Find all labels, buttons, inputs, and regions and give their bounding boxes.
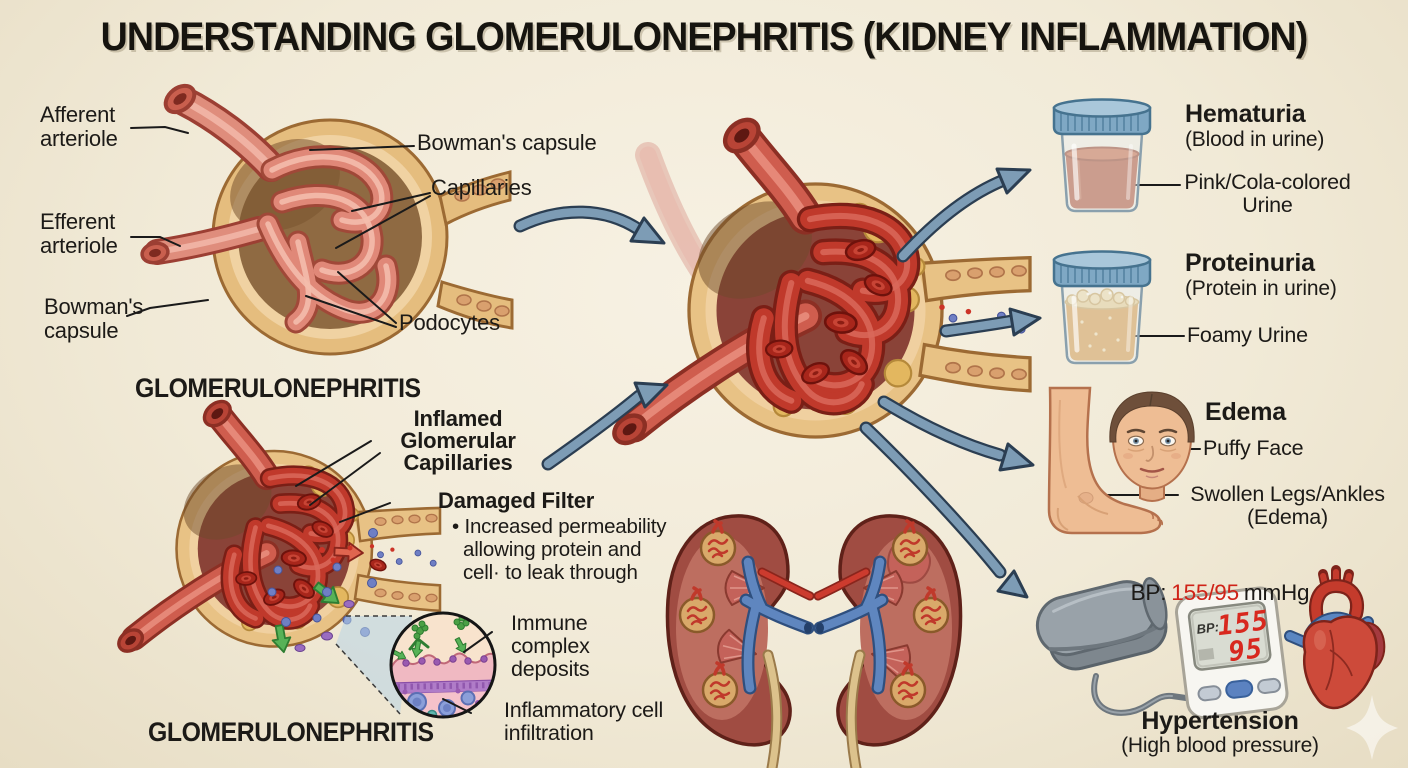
bp-cuff-illustration [1035, 577, 1168, 671]
watermark-sparkle [1346, 695, 1398, 760]
ureters [762, 649, 866, 768]
flow-arrow-proteinuria [939, 307, 1042, 338]
label-hematuria-note: Pink/Cola-colored Urine [1184, 170, 1351, 217]
monitor-diastolic: 95 [1227, 633, 1265, 668]
label-hypertension-title: Hypertension [1141, 707, 1299, 735]
label-inflammatory-infiltration: Inflammatory cell infiltration [504, 698, 664, 745]
label-swollen-legs: Swollen Legs/Ankles (Edema) [1190, 482, 1385, 529]
diseased-glomerulus-large-illustration [609, 113, 1030, 448]
label-edema-title: Edema [1205, 398, 1286, 426]
label-bowmans-capsule-top: Bowman's capsule [417, 130, 597, 155]
label-inflamed-capillaries: Inflamed Glomerular Capillaries [400, 406, 516, 475]
heart-illustration [1284, 565, 1386, 710]
bp-value: 155/95 [1171, 580, 1239, 606]
flow-arrow-edema [877, 395, 1035, 472]
label-efferent-arteriole: Efferent arteriole [40, 209, 118, 258]
flow-arrow-hematuria [896, 167, 1032, 263]
leader-lines [126, 125, 1201, 714]
proximal-tubule [436, 170, 514, 330]
diseased-glomerulus-small-illustration [115, 396, 440, 655]
bp-tube-highlight [1093, 675, 1173, 714]
bp-prefix: BP: [1130, 580, 1167, 606]
label-podocytes: Podocytes [399, 310, 500, 335]
label-damaged-filter-detail: • Increased permeability allowing protei… [452, 515, 667, 585]
label-hypertension-subtitle: (High blood pressure) [1121, 734, 1319, 757]
label-proteinuria-subtitle: (Protein in urine) [1185, 277, 1337, 300]
label-proteinuria-note: Foamy Urine [1187, 323, 1308, 347]
puffy-face-illustration [1109, 391, 1195, 502]
urine-cup-hematuria [1054, 100, 1150, 212]
page-title: UNDERSTANDING GLOMERULONEPHRITIS (KIDNEY… [100, 15, 1309, 59]
label-puffy-face: Puffy Face [1203, 436, 1304, 460]
swollen-leg-illustration [1047, 386, 1164, 535]
urine-cup-proteinuria [1054, 252, 1150, 364]
label-hematuria-title: Hematuria [1185, 100, 1306, 128]
kidneys-illustration [665, 514, 963, 768]
flow-arrow-in-bottom [541, 381, 669, 471]
monitor-bp-label: BP: [1196, 619, 1220, 637]
magnifier-inset [335, 611, 497, 719]
label-hematuria-subtitle: (Blood in urine) [1185, 128, 1325, 151]
renal-vein [739, 555, 889, 695]
afferent-arteriole-vessel [163, 83, 286, 182]
label-bowmans-capsule-left: Bowman's capsule [44, 294, 144, 343]
label-capillaries: Capillaries [431, 175, 532, 200]
heading-glomerulonephritis-top: GLOMERULONEPHRITIS [135, 373, 421, 403]
immune-complex-icon [391, 614, 471, 663]
monitor-systolic: 155 [1216, 605, 1271, 642]
right-eye [1159, 435, 1177, 452]
renal-artery [757, 567, 871, 601]
flow-arrow-in-top [513, 205, 666, 245]
heading-glomerulonephritis-bottom: GLOMERULONEPHRITIS [148, 717, 434, 747]
efferent-arteriole-vessel [140, 216, 272, 265]
flow-arrow-hypertension [859, 421, 1029, 599]
label-afferent-arteriole: Afferent arteriole [40, 102, 118, 151]
normal-glomerulus-illustration [140, 83, 514, 356]
left-eye [1127, 435, 1145, 452]
bp-unit: mmHg [1243, 580, 1310, 606]
label-immune-deposits: Immune complex deposits [511, 611, 590, 681]
label-damaged-filter: Damaged Filter [438, 488, 595, 513]
label-proteinuria-title: Proteinuria [1185, 249, 1315, 277]
bp-monitor-illustration: BP: 155 95 [1175, 586, 1289, 720]
flow-arrows [513, 167, 1042, 599]
